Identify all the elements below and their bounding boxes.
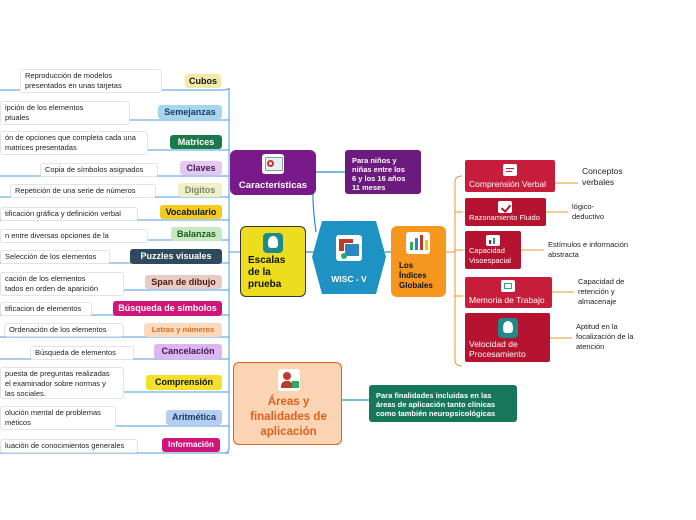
label-claves[interactable]: Claves [180, 161, 222, 175]
areas-title: Áreas y finalidades de aplicación [250, 396, 327, 438]
speech-bubble-icon [503, 164, 517, 176]
head-icon [263, 233, 283, 253]
user-add-icon [278, 369, 300, 391]
label-letras-y-numeros[interactable]: Letras y números [144, 323, 222, 337]
note-comprension-verbal: Conceptos verbales [578, 164, 638, 190]
label-busqueda-de-simbolos[interactable]: Búsqueda de símbolos [113, 301, 222, 316]
escalas-title: Escalas de la prueba [248, 255, 286, 290]
label-span-de-dibujo[interactable]: Span de dibujo [145, 275, 222, 289]
desc-claves: Copia de símbolos asignados [40, 163, 158, 177]
index-comprension-verbal[interactable]: Comprensión Verbal [465, 160, 555, 192]
magnifier-chart-icon [262, 154, 284, 174]
index-label: Capacidad Visoespacial [469, 246, 511, 265]
index-label: Memoria de Trabajo [469, 295, 545, 305]
desc-puzzles-visuales: Selección de los elementos [0, 250, 110, 264]
wisc-title: WISC - V [331, 274, 367, 284]
desc-busqueda-de-simbolos: tificacion de elementos [0, 302, 92, 316]
desc-cubos: Reproducción de modelos presentados en u… [20, 69, 162, 93]
desc-aritmetica: olución mental de problemas méticos [0, 406, 116, 430]
note-razonamiento-fluido: lógico- deductivo [568, 200, 624, 224]
node-caracteristicas[interactable]: Características [230, 150, 316, 195]
index-label: Velocidad de Procesamiento [469, 339, 526, 359]
desc-comprension: puesta de preguntas realizadas el examin… [0, 367, 124, 399]
head-icon [498, 318, 518, 338]
areas-note: Para finalidades incluidas en las áreas … [369, 385, 517, 422]
desc-cancelacion: Búsqueda de elementos [30, 346, 134, 360]
label-informacion[interactable]: Información [162, 438, 220, 452]
bar-chart-icon [406, 232, 430, 254]
checkbox-icon [498, 201, 512, 213]
label-aritmetica[interactable]: Aritmética [166, 410, 222, 425]
desc-semejanzas: ipción de los elementos ptuales [0, 101, 130, 125]
node-escalas[interactable]: Escalas de la prueba [240, 226, 306, 297]
label-cubos[interactable]: Cubos [185, 74, 221, 88]
grid-icon [501, 280, 515, 292]
tablet-chart-icon [336, 235, 362, 261]
label-matrices[interactable]: Matrices [170, 135, 222, 149]
index-razonamiento-fluido[interactable]: Razonamiento Fluido [465, 198, 546, 226]
desc-matrices: ón de opciones que completa cada una mat… [0, 131, 148, 155]
label-comprension[interactable]: Comprensión [146, 375, 222, 390]
chart-icon [486, 235, 500, 246]
label-vocabulario[interactable]: Vocabulario [160, 205, 222, 219]
label-puzzles-visuales[interactable]: Puzzles visuales [130, 249, 222, 264]
label-digitos[interactable]: Dígitos [178, 183, 222, 197]
index-memoria-de-trabajo[interactable]: Memoria de Trabajo [465, 277, 552, 308]
age-note-text: Para niños y niñas entre los 6 y los 16 … [352, 156, 406, 192]
node-wisc-v[interactable]: WISC - V [312, 221, 386, 294]
areas-note-text: Para finalidades incluidas en las áreas … [376, 391, 496, 418]
index-velocidad-de-procesamiento[interactable]: Velocidad de Procesamiento [465, 313, 550, 362]
label-balanzas[interactable]: Balanzas [171, 227, 222, 241]
age-note: Para niños y niñas entre los 6 y los 16 … [345, 150, 421, 194]
node-areas-finalidades[interactable]: Áreas y finalidades de aplicación [233, 362, 342, 445]
note-memoria-de-trabajo: Capacidad de retención y almacenaje [574, 275, 638, 309]
label-cancelacion[interactable]: Cancelación [154, 344, 222, 359]
desc-balanzas: n entre diversas opciones de la respuest… [0, 229, 148, 243]
caracteristicas-title: Características [238, 180, 308, 191]
indices-title: Los Índices Globales [399, 261, 433, 290]
index-label: Comprensión Verbal [469, 179, 547, 189]
desc-informacion: luación de conocimientos generales [0, 439, 138, 453]
desc-digitos: Repetición de una serie de números [10, 184, 156, 198]
index-label: Razonamiento Fluido [469, 213, 540, 222]
note-capacidad-visoespacial: Estímulos e información abstracta [544, 238, 634, 262]
node-indices-globales[interactable]: Los Índices Globales [391, 226, 446, 297]
desc-span-de-dibujo: cación de los elementos tados en orden d… [0, 272, 124, 296]
index-capacidad-visoespacial[interactable]: Capacidad Visoespacial [465, 231, 521, 269]
note-velocidad-de-procesamiento: Aptitud en la focalización de la atenció… [572, 320, 648, 356]
label-semejanzas[interactable]: Semejanzas [158, 105, 222, 119]
desc-vocabulario: tificación gráfica y definición verbal [0, 207, 138, 221]
desc-letras-y-numeros: Ordenación de los elementos [4, 323, 124, 337]
